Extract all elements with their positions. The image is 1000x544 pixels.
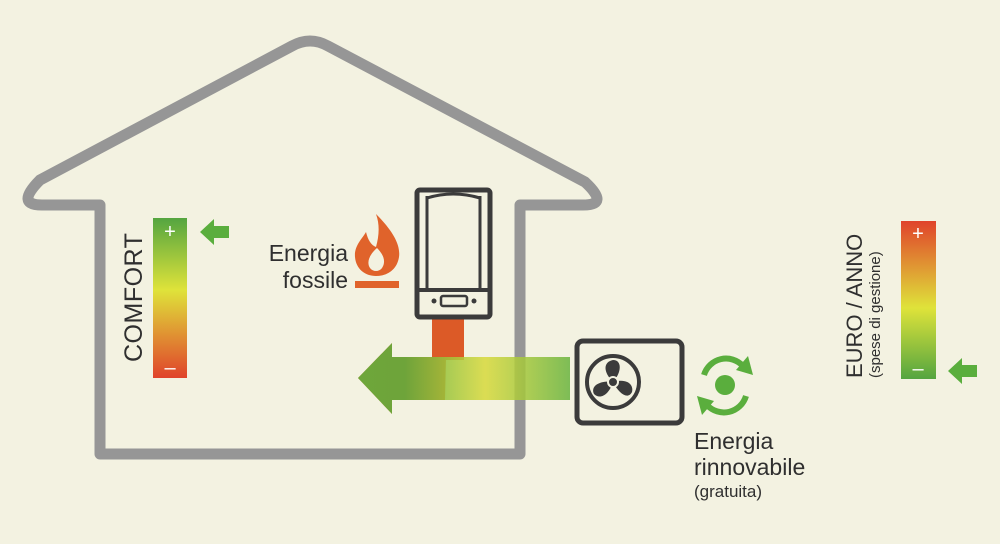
renewable-energy-label: Energia rinnovabile (gratuita) bbox=[694, 428, 805, 504]
comfort-minus-sign: – bbox=[164, 357, 176, 379]
comfort-plus-sign: + bbox=[164, 221, 176, 243]
cost-gauge-bar bbox=[901, 221, 936, 379]
renewable-label-line2: rinnovabile bbox=[694, 454, 806, 480]
fossil-label-line1: Energia bbox=[268, 240, 348, 266]
cost-label-sub: (spese di gestione) bbox=[867, 251, 884, 378]
fossil-energy-label: Energia fossile bbox=[240, 240, 348, 294]
cost-indicator-arrow-icon bbox=[948, 358, 977, 384]
comfort-gauge-bar bbox=[153, 218, 187, 378]
recycle-icon bbox=[697, 355, 753, 416]
energy-flow-arrow bbox=[358, 318, 570, 414]
cost-gauge: + – bbox=[901, 221, 936, 380]
boiler-icon bbox=[414, 187, 493, 320]
comfort-gauge: + – bbox=[153, 218, 187, 379]
flame-icon bbox=[354, 214, 400, 288]
comfort-label: COMFORT bbox=[120, 232, 148, 362]
renewable-label-line1: Energia bbox=[694, 428, 774, 454]
heat-pump-unit bbox=[574, 338, 685, 426]
renewable-label-note: (gratuita) bbox=[694, 482, 763, 501]
cost-minus-sign: – bbox=[912, 358, 924, 380]
fossil-label-line2: fossile bbox=[282, 267, 348, 293]
cost-label: EURO / ANNO (spese di gestione) bbox=[842, 233, 885, 378]
cost-plus-sign: + bbox=[912, 223, 924, 245]
fan-icon bbox=[585, 354, 641, 410]
cost-label-main: EURO / ANNO bbox=[842, 233, 867, 378]
house-outline bbox=[22, 35, 603, 460]
comfort-indicator-arrow-icon bbox=[200, 219, 229, 245]
